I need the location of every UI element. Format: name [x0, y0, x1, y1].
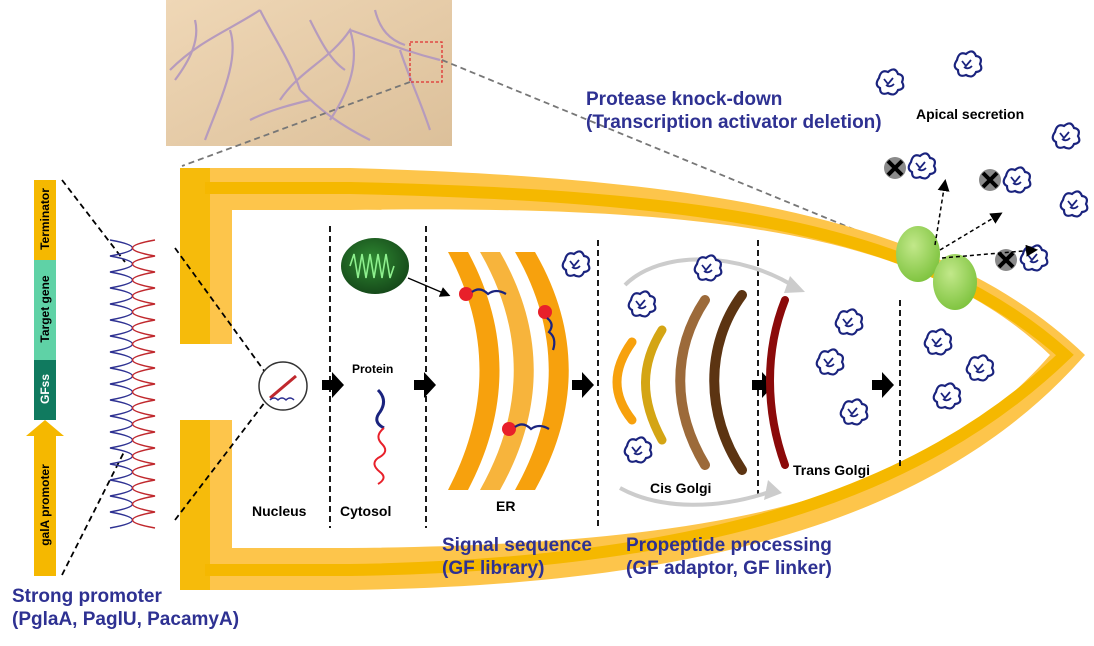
propeptide-callout-line1: Propeptide processing — [626, 535, 832, 556]
cassette-label-promoter: galA promoter — [38, 464, 52, 546]
secretion-channel — [896, 226, 977, 310]
cassette-label-gfss: GFss — [38, 374, 52, 405]
trans-golgi-label: Trans Golgi — [793, 462, 871, 478]
er-membranes — [448, 252, 569, 490]
propeptide-callout-line2: (GF adaptor, GF linker) — [626, 558, 832, 579]
ribosome-icon — [341, 238, 409, 294]
micrograph-image — [166, 0, 452, 146]
cassette-label-target-gene: Target gene — [38, 275, 52, 343]
propeptide-callout: Propeptide processing (GF adaptor, GF li… — [626, 534, 832, 580]
er-label: ER — [496, 498, 516, 514]
protein-label: Protein — [352, 362, 394, 376]
signal-callout-line2: (GF library) — [442, 558, 545, 579]
signal-callout-line1: Signal sequence — [442, 535, 592, 556]
promoter-callout-line1: Strong promoter — [12, 586, 162, 607]
cassette-label-terminator: Terminator — [38, 188, 52, 250]
cytosol-label: Cytosol — [340, 503, 392, 519]
cis-golgi-label: Cis Golgi — [650, 480, 712, 496]
hypha-cell-wall — [180, 168, 1085, 590]
promoter-callout: Strong promoter (PglaA, PaglU, PacamyA) — [12, 585, 239, 631]
promoter-callout-line2: (PglaA, PaglU, PacamyA) — [12, 609, 240, 630]
dna-helix — [109, 239, 156, 529]
expression-cassette — [26, 180, 64, 576]
golgi-cisternae — [612, 290, 789, 475]
nucleus-icon — [258, 361, 308, 411]
apical-secretion-label: Apical secretion — [916, 106, 1025, 122]
nascent-protein-icon — [373, 388, 387, 485]
nucleus-label: Nucleus — [252, 503, 307, 519]
protease-callout: Protease knock-down (Transcription activ… — [586, 88, 882, 134]
signal-callout: Signal sequence (GF library) — [442, 534, 592, 580]
protease-callout-line1: Protease knock-down — [586, 89, 783, 110]
protease-callout-line2: (Transcription activator deletion) — [586, 112, 882, 133]
